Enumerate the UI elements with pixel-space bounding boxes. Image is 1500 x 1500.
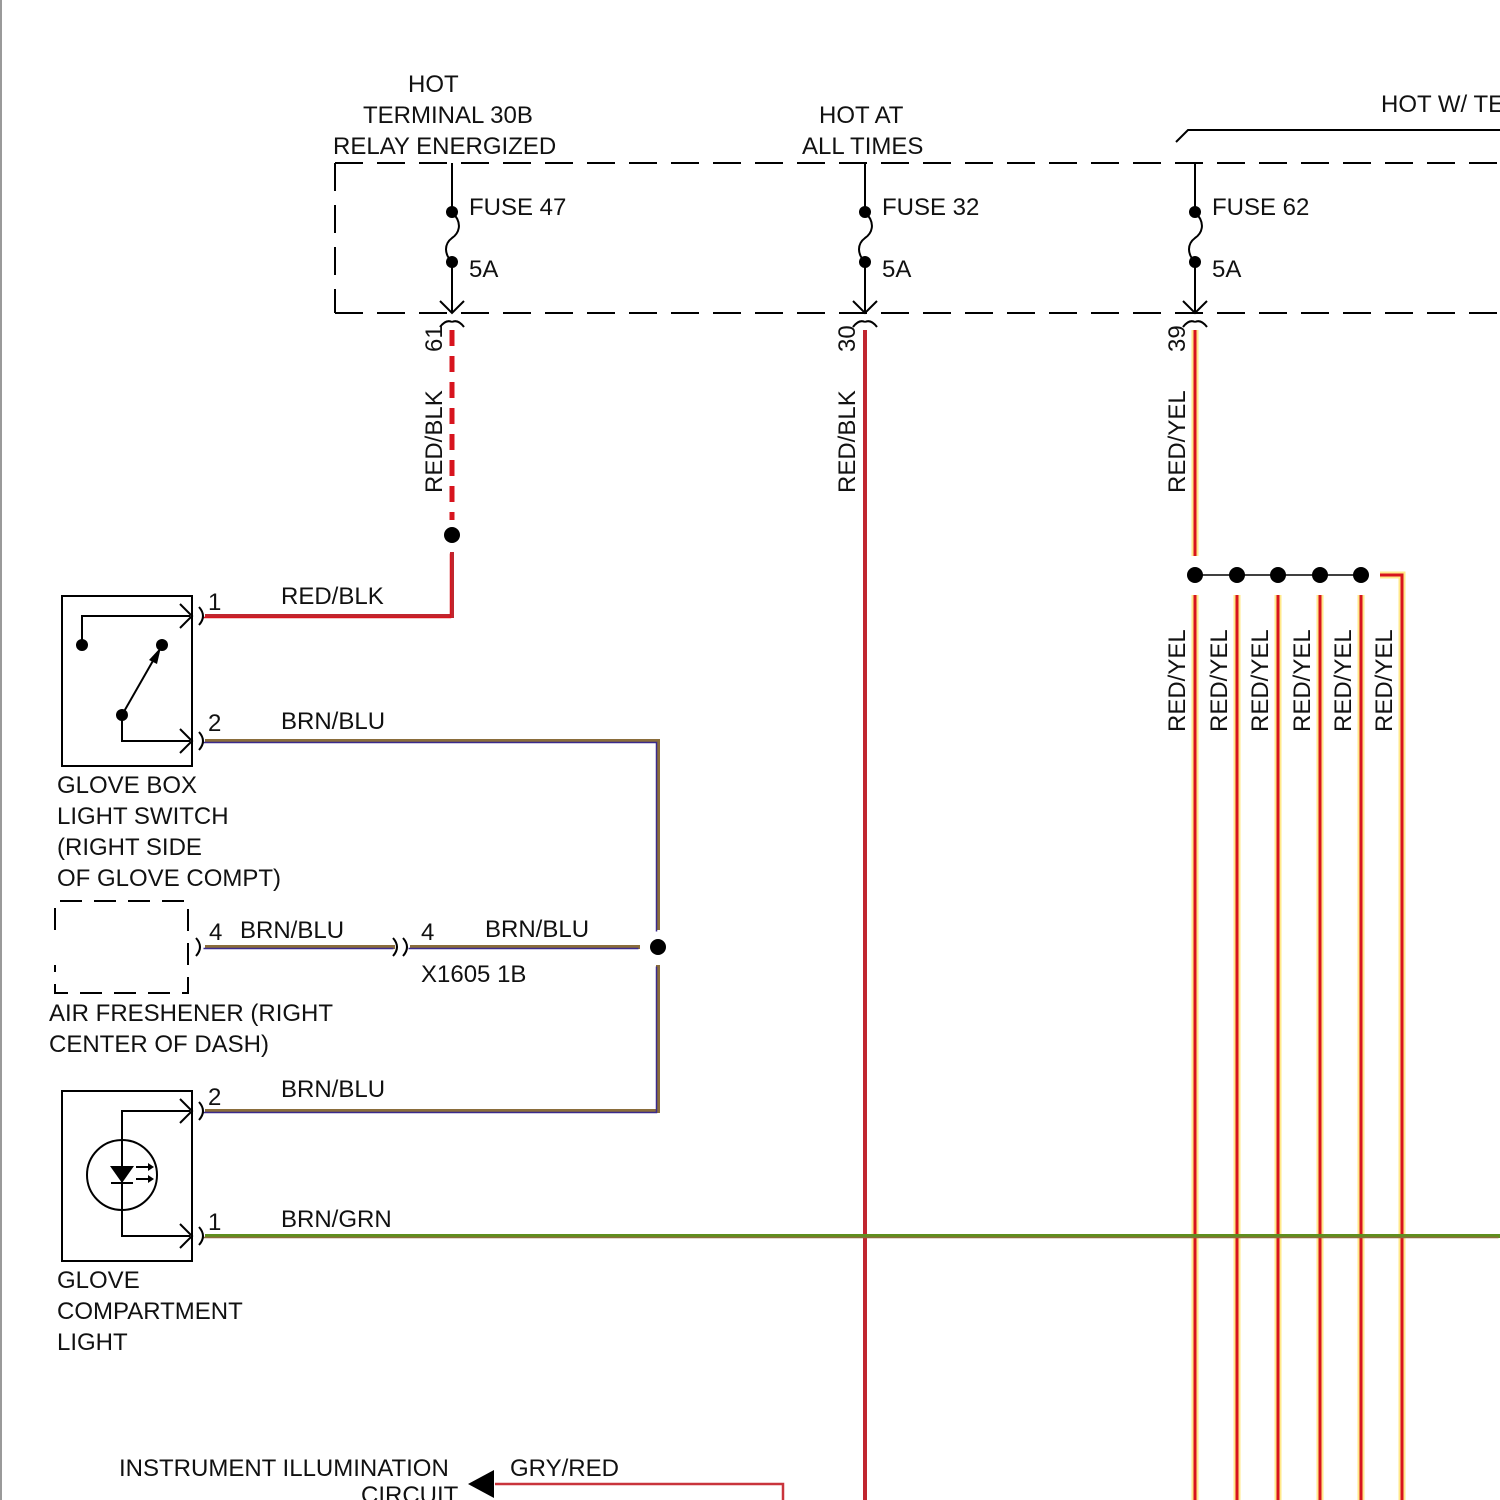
air-freshener-label-line-2: CENTER OF DASH) — [49, 1031, 269, 1058]
wire-core — [205, 741, 658, 930]
inline-connector-wire-label: BRN/BLU — [485, 916, 589, 943]
fuse-3-label: FUSE 62 — [1212, 194, 1309, 221]
switch-contact-fixed — [76, 639, 88, 651]
fuse-3-rating: 5A — [1212, 256, 1241, 283]
glove-box-switch-label-line-3: (RIGHT SIDE — [57, 834, 202, 861]
inline-connector-id: X1605 1B — [421, 961, 526, 988]
light-lead-pin1 — [122, 1210, 190, 1236]
source-1-label-line-1: HOT — [408, 71, 459, 98]
splice-dot-1 — [1187, 567, 1203, 583]
fuse-1-pin-number: 61 — [421, 325, 448, 352]
light-pin2-number: 2 — [208, 1084, 221, 1111]
fuse-1-rating: 5A — [469, 256, 498, 283]
light-pin2-wire-label: BRN/BLU — [281, 1076, 385, 1103]
air-freshener-pin-bracket — [196, 938, 200, 956]
switch-pin2-wire-label: BRN/BLU — [281, 708, 385, 735]
light-lead-pin2 — [122, 1111, 190, 1140]
inline-connector-bracket-b — [403, 938, 407, 956]
fuse-1-label: FUSE 47 — [469, 194, 566, 221]
red-yel-branch-label-1: RED/YEL — [1164, 629, 1191, 732]
wire-stripe — [204, 967, 657, 1113]
air-freshener-wire-label: BRN/BLU — [240, 917, 344, 944]
source-2-label-line-1: HOT AT — [819, 102, 904, 129]
fuse-3-pin-number: 39 — [1164, 325, 1191, 352]
symbols-layer — [55, 130, 1500, 1498]
splice-dot-brn-blu — [650, 939, 666, 955]
splice-dot-5 — [1353, 567, 1369, 583]
fuse-1-element — [446, 212, 459, 262]
switch-pin2-number: 2 — [208, 710, 221, 737]
switch-pin2-bracket — [199, 732, 203, 750]
fuse-3-element — [1189, 212, 1202, 262]
red-yel-branch-label-2: RED/YEL — [1206, 629, 1233, 732]
glove-light-label-line-1: GLOVE — [57, 1267, 140, 1294]
switch-contact-top — [156, 639, 168, 651]
instrument-label-line-2: CIRCUIT — [361, 1482, 459, 1500]
red-yel-branch-label-5: RED/YEL — [1330, 629, 1357, 732]
wires-layer — [204, 330, 1500, 1500]
text-layer: HOT TERMINAL 30B RELAY ENERGIZED HOT AT ALL … — [49, 71, 1500, 1500]
wire-brn-grn-light-pin1[interactable] — [204, 1236, 1500, 1238]
led-ray-1-arrow-icon — [148, 1163, 154, 1171]
glove-box-switch-label-line-1: GLOVE BOX — [57, 772, 197, 799]
switch-pin1-number: 1 — [208, 589, 221, 616]
fuse-2-rating: 5A — [882, 256, 911, 283]
splice-dot-2 — [1229, 567, 1245, 583]
glove-light-label-line-2: COMPARTMENT — [57, 1298, 243, 1325]
red-yel-branch-label-3: RED/YEL — [1247, 629, 1274, 732]
splice-dot-fuse47 — [444, 527, 460, 543]
glove-box-switch-label-line-2: LIGHT SWITCH — [57, 803, 229, 830]
hot-w-bracket — [1176, 130, 1500, 142]
red-yel-branch-label-4: RED/YEL — [1289, 629, 1316, 732]
switch-lead-pin2 — [122, 715, 190, 741]
light-pin1-bracket — [199, 1227, 203, 1245]
splice-dot-4 — [1312, 567, 1328, 583]
switch-pin1-bracket — [199, 607, 203, 625]
splice-dot-3 — [1270, 567, 1286, 583]
light-pin1-number: 1 — [208, 1209, 221, 1236]
wire-brn-blu-connector[interactable] — [409, 947, 641, 949]
wire-brn-blu-air-freshener[interactable] — [204, 947, 396, 949]
wire-gry-red-instrument[interactable] — [495, 1484, 783, 1500]
instrument-wire-label: GRY/RED — [510, 1455, 619, 1482]
source-1-label-line-3: RELAY ENERGIZED — [333, 133, 556, 160]
fuse-2-pin-number: 30 — [834, 325, 861, 352]
red-yel-branch-label-6: RED/YEL — [1371, 629, 1398, 732]
source-1-label-line-2: TERMINAL 30B — [363, 102, 533, 129]
fuse-3-wire-label: RED/YEL — [1164, 390, 1191, 493]
switch-blade-arrow-icon — [149, 647, 161, 664]
air-freshener-box — [55, 901, 188, 993]
light-pin1-wire-label: BRN/GRN — [281, 1206, 392, 1233]
wire-core — [495, 1484, 783, 1500]
instrument-arrow-icon — [468, 1470, 494, 1498]
source-2-label-line-2: ALL TIMES — [802, 133, 923, 160]
glove-box-switch-label-line-4: OF GLOVE COMPT) — [57, 865, 281, 892]
glove-light-label-line-3: LIGHT — [57, 1329, 128, 1356]
inline-connector-pin-number: 4 — [421, 919, 434, 946]
wire-brn-blu-switch-pin2[interactable] — [204, 741, 659, 932]
air-freshener-label-line-1: AIR FRESHENER (RIGHT — [49, 1000, 333, 1027]
wire-stripe — [204, 743, 657, 932]
switch-pin1-wire-label: RED/BLK — [281, 583, 384, 610]
led-diode-icon — [110, 1166, 134, 1183]
fuse-2-element — [859, 212, 872, 262]
fuse-2-label: FUSE 32 — [882, 194, 979, 221]
instrument-label-line-1: INSTRUMENT ILLUMINATION — [119, 1455, 449, 1482]
light-pin2-bracket — [199, 1102, 203, 1120]
fuse-1-wire-label: RED/BLK — [421, 390, 448, 493]
led-ray-2-arrow-icon — [148, 1175, 154, 1183]
source-3-label-line-1: HOT W/ TE — [1381, 91, 1500, 118]
fuse-2-wire-label: RED/BLK — [834, 390, 861, 493]
switch-lead-pin1 — [82, 616, 190, 645]
air-freshener-pin-number: 4 — [209, 919, 222, 946]
